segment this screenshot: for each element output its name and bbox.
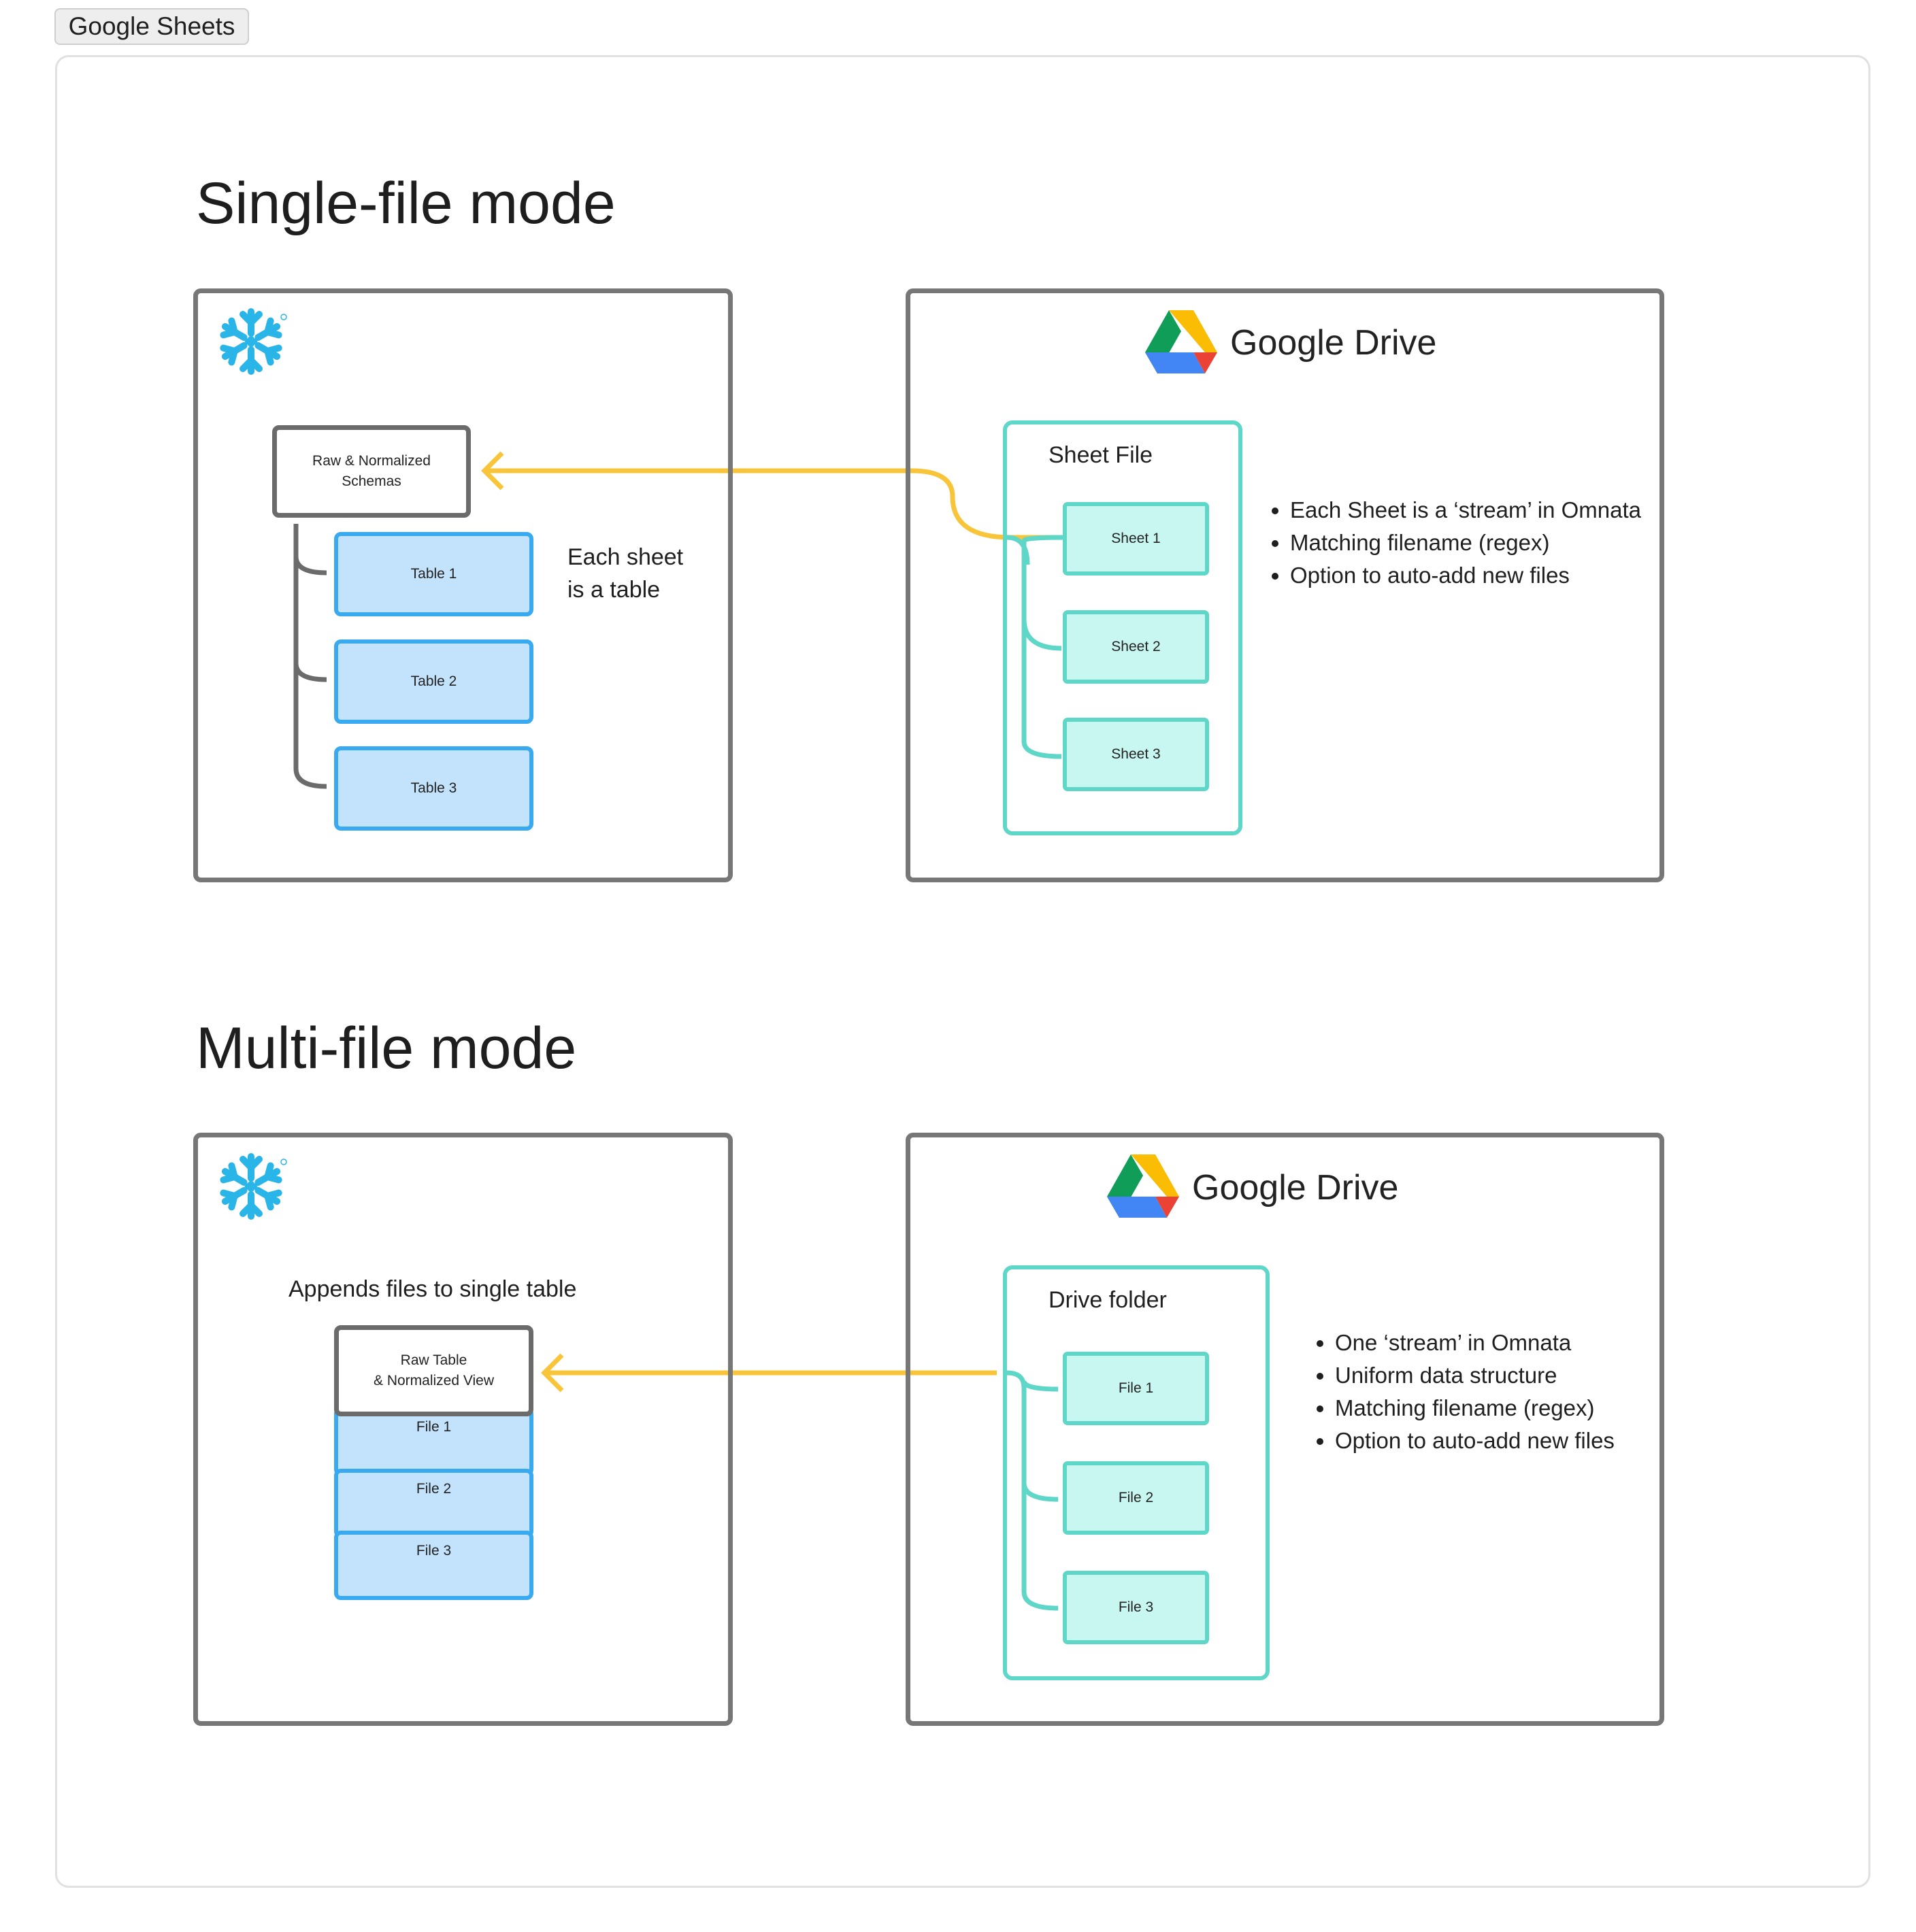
multi-mode-title: Multi-file mode xyxy=(196,1016,577,1081)
single-bullet-1: Each Sheet is a ‘stream’ in Omnata xyxy=(1290,494,1641,527)
table-3-box: Table 3 xyxy=(334,746,533,831)
google-drive-icon xyxy=(1145,310,1217,373)
schemas-label-line2: Schemas xyxy=(342,473,401,489)
drive-folder-container xyxy=(1003,1265,1270,1680)
single-bullet-3: Option to auto-add new files xyxy=(1290,559,1641,592)
drive-folder-label: Drive folder xyxy=(1048,1287,1167,1313)
google-drive-panel-multi xyxy=(906,1133,1664,1726)
raw-table-label-line1: Raw Table xyxy=(400,1352,467,1368)
google-drive-panel-single xyxy=(906,288,1664,882)
snowflake-icon xyxy=(220,308,287,375)
sheet-3-box: Sheet 3 xyxy=(1063,718,1209,791)
multi-bullet-2: Uniform data structure xyxy=(1335,1359,1615,1392)
google-drive-label-multi: Google Drive xyxy=(1192,1168,1399,1208)
file-2-row: File 2 xyxy=(334,1469,533,1538)
each-sheet-note-line2: is a table xyxy=(567,577,661,603)
file-3-row: File 3 xyxy=(334,1531,533,1600)
snowflake-panel-single xyxy=(193,288,733,882)
multi-mode-bullets: One ‘stream’ in Omnata Uniform data stru… xyxy=(1312,1327,1615,1457)
schemas-label-line1: Raw & Normalized xyxy=(312,453,431,469)
sheet-file-label: Sheet File xyxy=(1048,442,1153,468)
appends-files-label: Appends files to single table xyxy=(288,1276,577,1302)
table-2-box: Table 2 xyxy=(334,639,533,724)
raw-table-normalized-view-box: Raw Table & Normalized View xyxy=(334,1325,533,1416)
single-mode-title: Single-file mode xyxy=(196,171,616,236)
google-drive-label-single: Google Drive xyxy=(1230,323,1437,363)
table-1-box: Table 1 xyxy=(334,532,533,616)
multi-bullet-3: Matching filename (regex) xyxy=(1335,1392,1615,1425)
raw-normalized-schemas-box: Raw & Normalized Schemas xyxy=(272,425,471,518)
canvas-frame xyxy=(55,55,1870,1888)
single-mode-bullets: Each Sheet is a ‘stream’ in Omnata Match… xyxy=(1267,494,1641,592)
each-sheet-note-line1: Each sheet xyxy=(567,544,684,570)
drive-file-2-box: File 2 xyxy=(1063,1461,1209,1535)
google-drive-icon xyxy=(1107,1154,1179,1218)
drive-file-1-box: File 1 xyxy=(1063,1352,1209,1425)
file-1-row: File 1 xyxy=(334,1407,533,1476)
multi-bullet-1: One ‘stream’ in Omnata xyxy=(1335,1327,1615,1359)
multi-bullet-4: Option to auto-add new files xyxy=(1335,1425,1615,1457)
snowflake-icon xyxy=(220,1153,287,1220)
drive-file-3-box: File 3 xyxy=(1063,1571,1209,1644)
tab-google-sheets[interactable]: Google Sheets xyxy=(54,8,249,45)
snowflake-panel-multi xyxy=(193,1133,733,1726)
sheet-file-container xyxy=(1003,420,1242,835)
sheet-1-box: Sheet 1 xyxy=(1063,502,1209,576)
raw-table-label-line2: & Normalized View xyxy=(373,1373,494,1388)
single-bullet-2: Matching filename (regex) xyxy=(1290,527,1641,559)
sheet-2-box: Sheet 2 xyxy=(1063,610,1209,684)
